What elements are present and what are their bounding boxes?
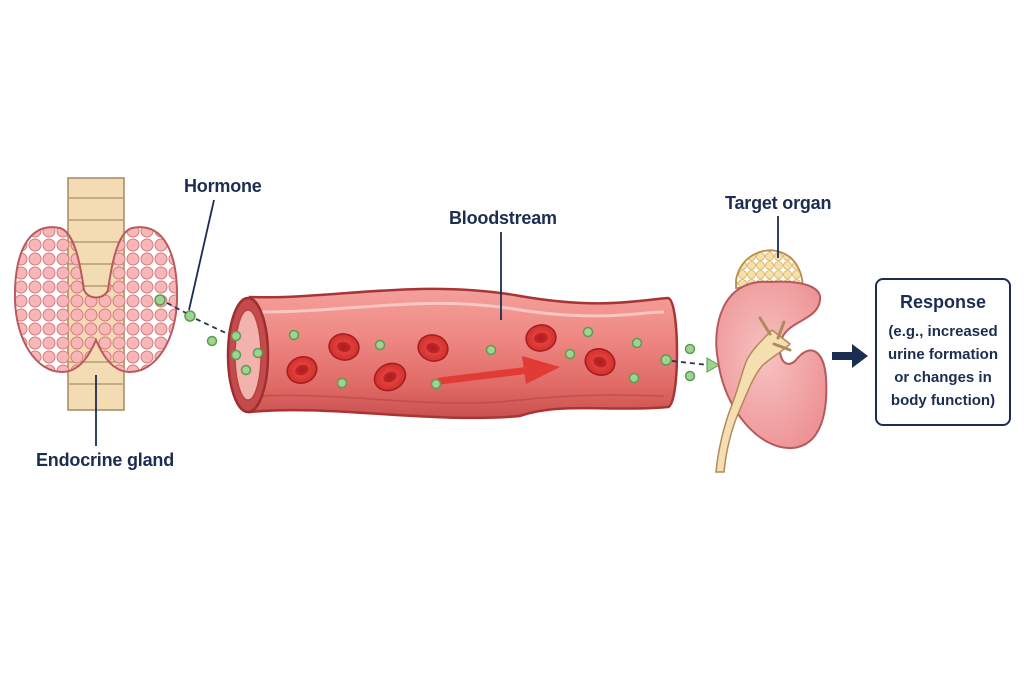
red-blood-cell: [373, 362, 407, 392]
leader-hormone: [188, 199, 215, 311]
endocrine-gland-label: Endocrine gland: [36, 450, 175, 470]
target-organ-label: Target organ: [725, 193, 832, 213]
hormone-particle: [628, 372, 640, 384]
response-line: (e.g., increased: [888, 323, 998, 340]
hormone-particle: [184, 310, 196, 322]
red-blood-cell: [584, 348, 616, 376]
response-line: urine formation: [887, 346, 998, 363]
response-line: body function): [890, 392, 996, 409]
response-arrow: [832, 344, 868, 368]
red-blood-cell: [286, 356, 318, 384]
hormone-particle: [684, 370, 696, 382]
red-blood-cells: [286, 324, 616, 392]
hormone-particle: [288, 329, 300, 341]
hormone-particle: [660, 354, 672, 366]
target-organ: [715, 249, 828, 473]
blood-flow-arrow: [436, 356, 560, 385]
hormone-label: Hormone: [184, 176, 262, 196]
response-description: (e.g., increased urine formation or chan…: [877, 320, 1009, 412]
hormone-particle: [230, 349, 242, 361]
response-box: Response (e.g., increased urine formatio…: [875, 278, 1011, 426]
hormone-particle: [252, 347, 264, 359]
red-blood-cell: [417, 334, 449, 362]
thyroid-lobes: [13, 226, 179, 374]
blood-vessel: [226, 287, 679, 420]
hormone-particle: [582, 326, 594, 338]
response-title: Response: [899, 292, 987, 312]
kidney: [715, 280, 828, 450]
leader-lines: [95, 199, 779, 446]
hormone-particle: [374, 339, 386, 351]
renal-pelvis: [715, 329, 792, 473]
hormone-particles: [154, 294, 696, 390]
hormone-trail: [671, 360, 709, 366]
hormone-particle: [154, 294, 166, 306]
hormone-particle: [240, 364, 252, 376]
hormone-trail-arrowhead: [706, 357, 720, 373]
red-blood-cell: [525, 324, 557, 352]
vessel-body: [248, 287, 679, 420]
hormone-particle: [564, 348, 576, 360]
hormone-particle: [430, 378, 442, 390]
hormone-particle: [230, 330, 242, 342]
hormone-particle: [485, 344, 497, 356]
hormone-trail: [166, 302, 229, 335]
hormone-particle: [336, 377, 348, 389]
bloodstream-label: Bloodstream: [449, 208, 557, 228]
hormone-particle: [206, 335, 218, 347]
red-blood-cell: [328, 333, 360, 361]
hormone-particle: [631, 337, 643, 349]
hormone-particle: [684, 343, 696, 355]
endocrine-gland: [13, 177, 179, 411]
response-line: or changes in: [894, 369, 992, 386]
